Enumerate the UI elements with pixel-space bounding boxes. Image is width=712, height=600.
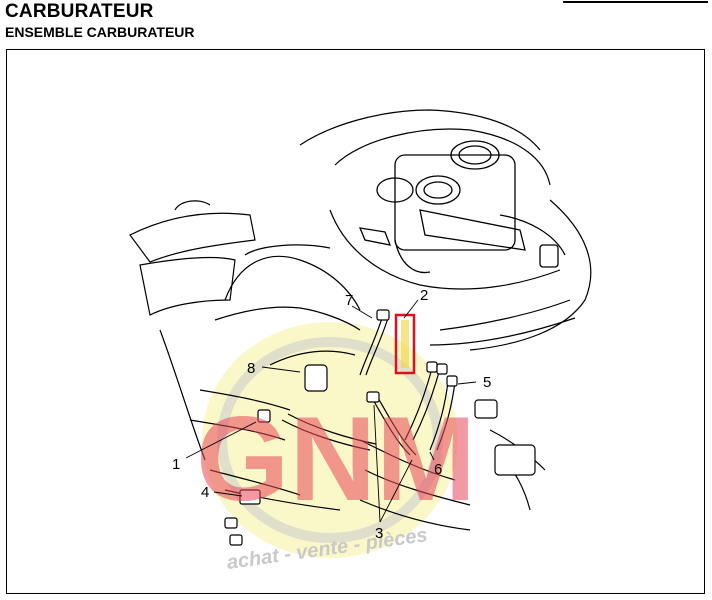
leader-1 [185,421,257,459]
highlight-box [394,313,416,375]
page-title: CARBURATEUR [5,1,154,22]
fitting-8 [304,364,328,392]
callout-4: 4 [201,484,209,501]
header-rule [563,1,708,3]
diagram-frame [6,49,705,594]
leader-8 [261,366,301,373]
callout-6: 6 [434,461,442,478]
fitting-5 [446,375,458,387]
leader-5 [457,381,477,385]
fitting-3 [366,391,380,403]
frame-outline [129,109,592,531]
fitting-6a [426,361,438,373]
fitting-6b [436,363,448,375]
leader-4 [213,491,243,497]
callout-1: 1 [172,456,180,473]
leader-7 [351,305,373,319]
bracket-5 [474,399,498,419]
callout-2: 2 [420,287,428,304]
leader-6 [429,451,435,461]
leader-lines [185,299,477,523]
bolt-b [229,534,243,546]
callout-labels: 7 2 8 5 6 1 4 3 [172,287,491,542]
callout-5: 5 [483,374,491,391]
bracket-6 [494,444,536,476]
fitting-7 [376,309,390,321]
clamp-4 [239,489,261,505]
fitting-1 [257,409,271,423]
leader-3a [373,404,381,523]
page-subtitle: ENSEMBLE CARBURATEUR [5,24,195,40]
callout-7: 7 [345,292,353,309]
carburetor-body [358,140,566,274]
fittings [224,309,536,546]
hoses [281,317,456,456]
watermark-logo-text: GNM [196,392,476,526]
leader-2 [403,299,419,319]
watermark-seal-ring [217,337,443,543]
callout-8: 8 [247,360,255,377]
callout-3: 3 [375,525,383,542]
bolt-a [224,517,238,529]
highlighted-part [401,320,409,368]
watermark-logo: GNM achat - vente - pièces [196,392,476,574]
leader-3b [379,459,413,523]
